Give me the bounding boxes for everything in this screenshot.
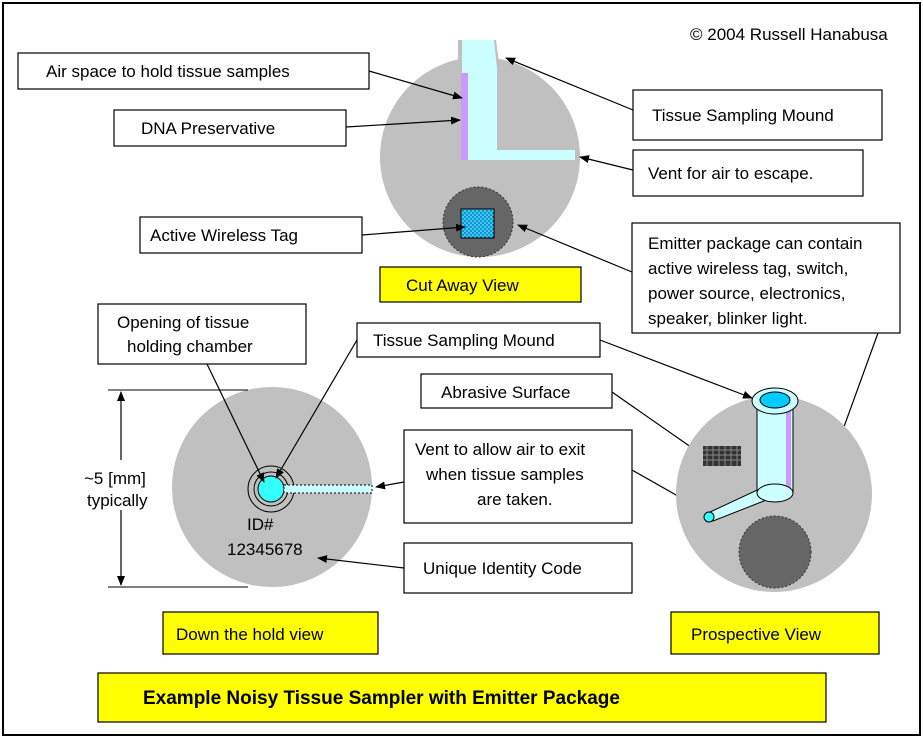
mound-mid-arrow-right (599, 339, 753, 399)
dimension-line-1: ~5 [mm] (84, 469, 146, 488)
id-label: ID# (247, 515, 274, 534)
prospective-emitter (738, 515, 812, 589)
vent-bottom-arrow-left (375, 481, 405, 490)
copyright-text: © 2004 Russell Hanabusa (690, 25, 888, 44)
prospective-caption: Prospective View (691, 625, 822, 644)
opening-line-2: holding chamber (127, 337, 253, 356)
vent-bottom-label-box (403, 429, 633, 524)
wireless-tag-label: Active Wireless Tag (150, 226, 298, 245)
main-title-box (97, 672, 827, 723)
wireless-tag-label-box (139, 216, 363, 254)
prospective-caption-box (670, 611, 880, 655)
emitter-line-4: speaker, blinker light. (648, 309, 808, 328)
abrasive-label: Abrasive Surface (441, 383, 570, 402)
dna-preservative-strip (461, 73, 468, 160)
opening-label-box (97, 303, 307, 365)
vent-bottom-line-1: Vent to allow air to exit (415, 440, 585, 459)
down-hold-caption-box (162, 611, 379, 655)
dimension-line-2: typically (87, 491, 148, 510)
vent-bottom-line-3: are taken. (477, 490, 553, 509)
dna-label-box (113, 109, 347, 147)
emitter-label-box (631, 222, 901, 334)
vent-top-label: Vent for air to escape. (648, 164, 813, 183)
cut-away-caption-box (379, 266, 582, 303)
abrasive-block (703, 446, 741, 466)
cylinder-base (756, 483, 794, 503)
opening-hole (257, 475, 285, 503)
wireless-tag-arrow (361, 223, 466, 236)
emitter-line-3: power source, electronics, (648, 284, 845, 303)
prospective-view (676, 387, 872, 592)
air-chamber (462, 40, 575, 160)
air-space-label-box (17, 52, 370, 90)
emitter-arrow-cut (517, 224, 633, 273)
vent-bottom-line-2: when tissue samples (425, 465, 584, 484)
dna-arrow (345, 116, 461, 128)
wireless-tag-chip (460, 208, 495, 239)
vent-top-arrow (579, 155, 634, 171)
vent-top-label-box (632, 149, 864, 197)
mound-mid-arrow-left (275, 339, 358, 479)
emitter-line-1: Emitter package can contain (648, 234, 863, 253)
cut-away-caption: Cut Away View (406, 276, 519, 295)
mound-mid-label: Tissue Sampling Mound (373, 331, 555, 350)
unique-id-label: Unique Identity Code (423, 559, 582, 578)
unique-id-arrow (317, 555, 405, 569)
vent-channel (283, 484, 373, 494)
cut-away-view (380, 40, 580, 258)
dna-label: DNA Preservative (141, 119, 275, 138)
air-space-arrow (368, 70, 463, 100)
emitter-line-2: active wireless tag, switch, (648, 259, 848, 278)
abrasive-label-box (420, 373, 613, 409)
air-space-label: Air space to hold tissue samples (46, 62, 290, 81)
abrasive-arrow (611, 391, 699, 453)
main-title: Example Noisy Tissue Sampler with Emitte… (143, 688, 620, 709)
cylinder-opening (759, 391, 791, 409)
mound-top-label: Tissue Sampling Mound (652, 106, 834, 125)
opening-line-1: Opening of tissue (117, 313, 249, 332)
id-number: 12345678 (227, 540, 303, 559)
down-hold-caption: Down the hold view (176, 625, 324, 644)
opening-arrow (206, 363, 265, 483)
mound-top-label-box (632, 89, 883, 141)
prospective-preservative (786, 404, 791, 493)
unique-id-label-box (403, 542, 633, 594)
mound-top-arrow (505, 57, 634, 111)
down-hold-view (172, 387, 373, 587)
vent-opening (703, 511, 715, 523)
